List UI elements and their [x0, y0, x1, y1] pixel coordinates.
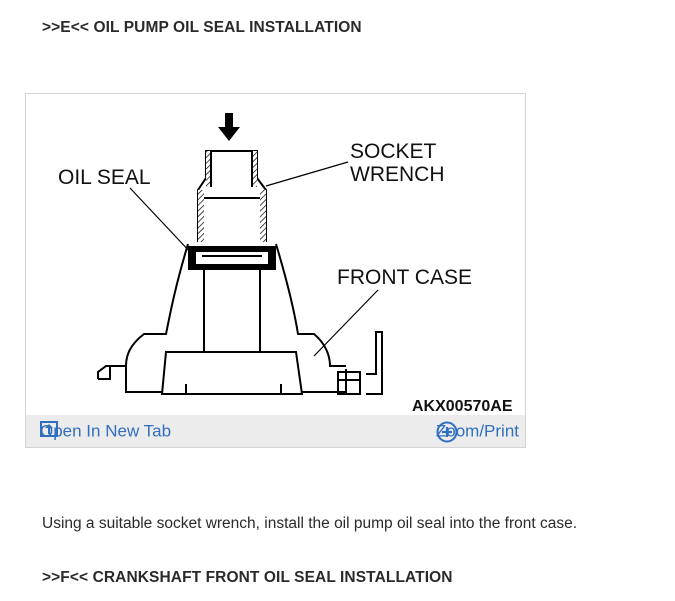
zoom-print-link[interactable]: Zoom/Print: [436, 421, 519, 443]
leader-lines: [129, 161, 379, 357]
open-new-tab-label: Open In New Tab: [40, 421, 172, 441]
section-heading-f: >>F<< CRANKSHAFT FRONT OIL SEAL INSTALLA…: [42, 569, 453, 586]
label-wrench: WRENCH: [350, 163, 445, 186]
label-front-case: FRONT CASE: [337, 266, 472, 289]
instruction-text: Using a suitable socket wrench, install …: [42, 515, 578, 532]
zoom-plus-icon: [436, 421, 458, 443]
front-case-drawing: [97, 243, 383, 395]
figure-id: AKX00570AE: [412, 398, 513, 415]
external-tab-icon: [40, 421, 58, 437]
open-new-tab-link[interactable]: Open In New Tab: [40, 421, 171, 442]
section-heading-e: >>E<< OIL PUMP OIL SEAL INSTALLATION: [42, 19, 362, 36]
label-socket: SOCKET: [350, 140, 437, 163]
figure-toolbar: Open In New Tab Zoom/Print: [26, 415, 525, 447]
oil-seal-drawing: [188, 246, 276, 270]
figure-panel: OIL SEAL SOCKET WRENCH FRONT CASE AKX005…: [25, 93, 526, 448]
oil-seal-diagram: [97, 113, 383, 395]
socket-wrench-drawing: [197, 150, 267, 242]
press-arrow-icon: [218, 113, 240, 141]
label-oil-seal: OIL SEAL: [58, 166, 151, 189]
